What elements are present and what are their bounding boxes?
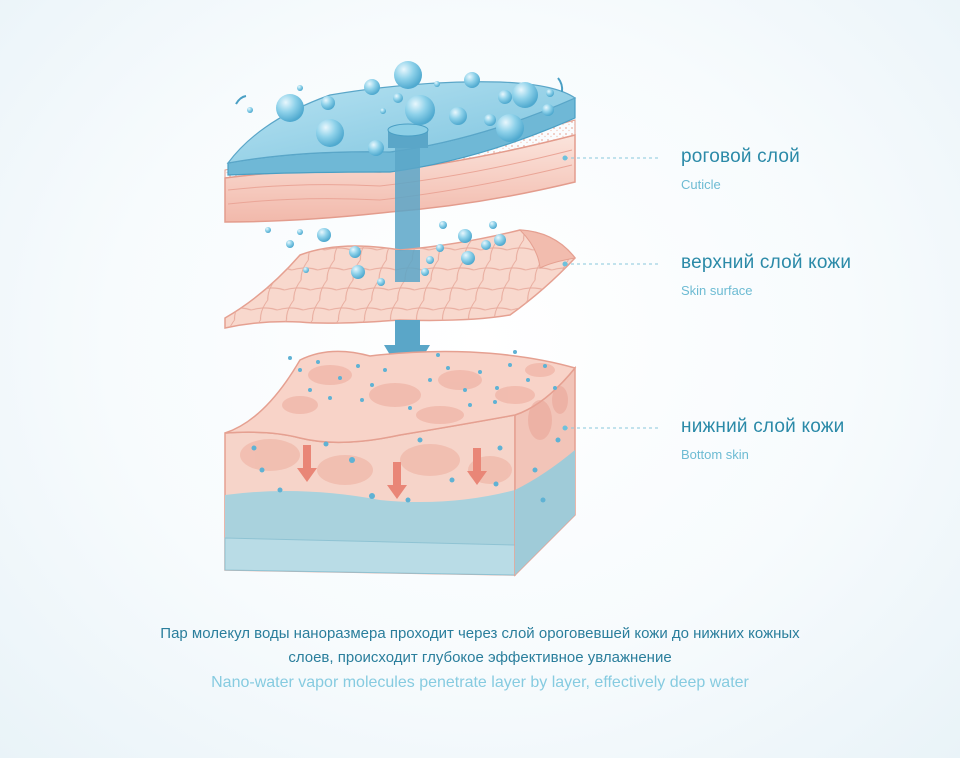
- label-bottom-skin-ru: нижний слой кожи: [681, 416, 845, 437]
- label-cuticle-en: Cuticle: [681, 177, 721, 192]
- caption-en: Nano-water vapor molecules penetrate lay…: [211, 674, 749, 691]
- label-cuticle-ru: роговой слой: [681, 146, 800, 167]
- caption: Пар молекул воды наноразмера проходит че…: [0, 622, 960, 695]
- bottom-skin-block: [224, 350, 577, 577]
- label-bottom-skin-en: Bottom skin: [681, 447, 749, 462]
- label-skin-surface-en: Skin surface: [681, 283, 753, 298]
- penetration-arrows: [297, 445, 487, 499]
- water-bubbles-middle: [265, 221, 506, 286]
- cuticle-layer: [224, 61, 577, 223]
- label-bottom-skin: нижний слой кожи Bottom skin: [681, 416, 844, 462]
- down-arrow-2: [384, 320, 430, 383]
- label-cuticle: роговой слой Cuticle: [681, 146, 800, 192]
- water-particles-bottom: [251, 350, 561, 503]
- label-skin-surface: верхний слой кожи Skin surface: [681, 252, 851, 298]
- skin-layers-illustration: [224, 61, 660, 577]
- water-bubbles-top: [247, 61, 554, 156]
- label-skin-surface-ru: верхний слой кожи: [681, 252, 852, 273]
- label-leaders: [565, 157, 660, 429]
- caption-ru-line2: слоев, происходит глубокое эффективное у…: [288, 649, 672, 666]
- caption-ru-line1: Пар молекул воды наноразмера проходит че…: [160, 625, 800, 642]
- skin-surface-layer: [224, 221, 576, 329]
